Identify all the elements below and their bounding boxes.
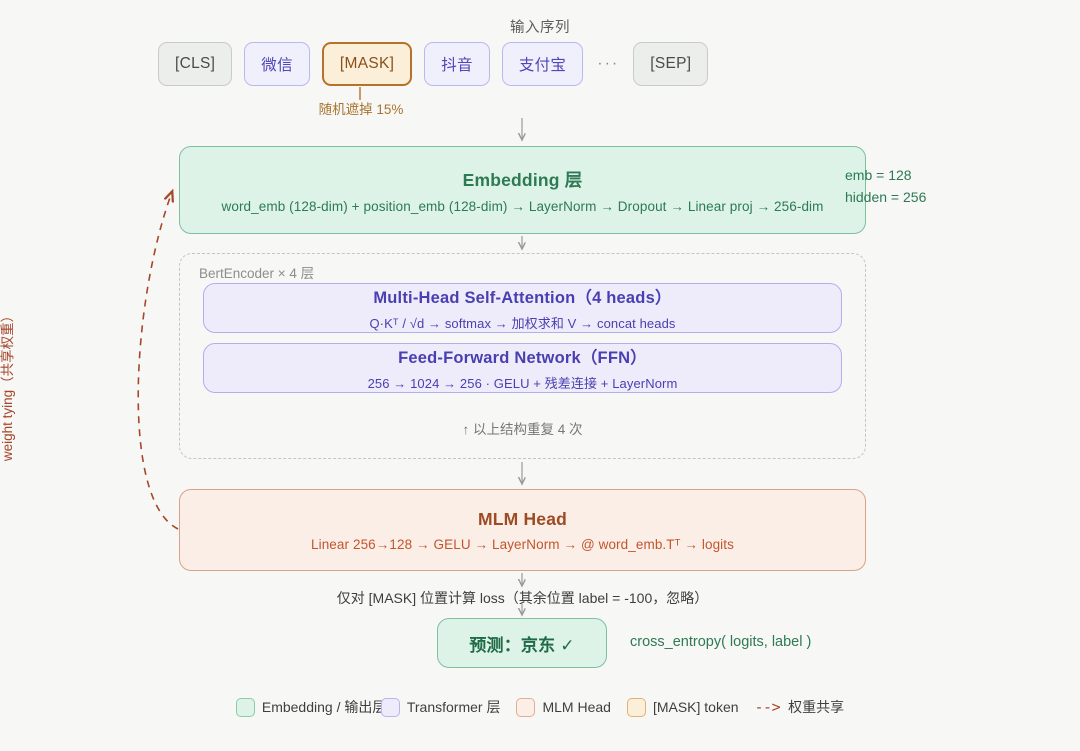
legend-label-embedding: Embedding / 输出层 xyxy=(261,699,387,715)
legend-swatch-purple-icon xyxy=(380,697,400,717)
prediction-block[interactable]: 预测：京东 ✓ xyxy=(437,618,607,668)
mlm-head-title: MLM Head xyxy=(477,508,568,529)
legend-item-mask-token: [MASK] token xyxy=(626,697,739,717)
multi-head-attention-block[interactable]: Multi-Head Self-Attention（4 heads） Q·Kᵀ … xyxy=(203,283,842,333)
bert-encoder-container xyxy=(179,253,866,459)
prediction-text: 预测：京东 ✓ xyxy=(469,635,575,655)
feed-forward-block[interactable]: Feed-Forward Network（FFN） 256 → 1024 → 2… xyxy=(203,343,842,393)
token-zhifubao[interactable]: 支付宝 xyxy=(501,42,584,86)
legend-label-weight-sharing: 权重共享 xyxy=(788,699,845,715)
emb-dim-value: emb = 128 xyxy=(845,167,912,183)
cross-entropy-note: cross_entropy( logits, label ) xyxy=(630,634,812,650)
legend: Embedding / 输出层 Transformer 层 MLM Head [… xyxy=(0,697,1080,717)
legend-item-mlm-head: MLM Head xyxy=(516,697,611,717)
legend-label-mask-token: [MASK] token xyxy=(652,699,739,715)
mask-ratio-note: 随机遮掉 15% xyxy=(318,102,404,117)
embedding-title: Embedding 层 xyxy=(462,169,583,190)
bert-encoder-label: BertEncoder × 4 层 xyxy=(199,266,315,281)
token-cls[interactable]: [CLS] xyxy=(158,42,233,86)
ffn-detail: 256 → 1024 → 256 · GELU + 残差连接 + LayerNo… xyxy=(367,376,678,391)
token-sep[interactable]: [SEP] xyxy=(633,42,709,86)
weight-tying-label: weight tying（共享权重） xyxy=(0,308,15,462)
ffn-title: Feed-Forward Network（FFN） xyxy=(398,349,647,367)
repeat-note: ↑ 以上结构重复 4 次 xyxy=(462,422,583,437)
legend-item-embedding: Embedding / 输出层 xyxy=(235,697,390,717)
legend-label-mlm-head: MLM Head xyxy=(542,699,611,715)
legend-item-weight-sharing: --> 权重共享 xyxy=(755,697,845,717)
legend-swatch-cream-icon xyxy=(626,697,646,717)
embedding-layer-block[interactable]: Embedding 层 word_emb (128-dim) + positio… xyxy=(179,146,866,234)
legend-swatch-green-icon xyxy=(235,697,255,717)
attention-detail: Q·Kᵀ / √d → softmax → 加权求和 V → concat he… xyxy=(369,316,676,331)
attention-title: Multi-Head Self-Attention（4 heads） xyxy=(373,289,672,307)
dashed-arrow-icon: --> xyxy=(754,698,781,716)
token-row: [CLS] 微信 [MASK] 抖音 支付宝 ··· [SEP] xyxy=(158,42,709,86)
mlm-head-block[interactable]: MLM Head Linear 256→128 → GELU → LayerNo… xyxy=(179,489,866,571)
embedding-dims-note: emb = 128 hidden = 256 xyxy=(845,164,926,208)
token-douyin[interactable]: 抖音 xyxy=(424,42,490,86)
legend-label-transformer: Transformer 层 xyxy=(406,699,501,715)
legend-swatch-peach-icon xyxy=(516,697,536,717)
token-weixin[interactable]: 微信 xyxy=(244,42,310,86)
token-mask[interactable]: [MASK] xyxy=(321,42,413,86)
token-ellipsis: ··· xyxy=(597,55,620,72)
hidden-dim-value: hidden = 256 xyxy=(845,189,927,205)
input-sequence-label: 输入序列 xyxy=(510,20,570,36)
legend-item-transformer: Transformer 层 xyxy=(380,697,501,717)
loss-note: 仅对 [MASK] 位置计算 loss（其余位置 label = -100，忽略… xyxy=(336,590,709,606)
mlm-head-detail: Linear 256→128 → GELU → LayerNorm → @ wo… xyxy=(310,536,734,552)
embedding-detail: word_emb (128-dim) + position_emb (128-d… xyxy=(221,198,824,214)
